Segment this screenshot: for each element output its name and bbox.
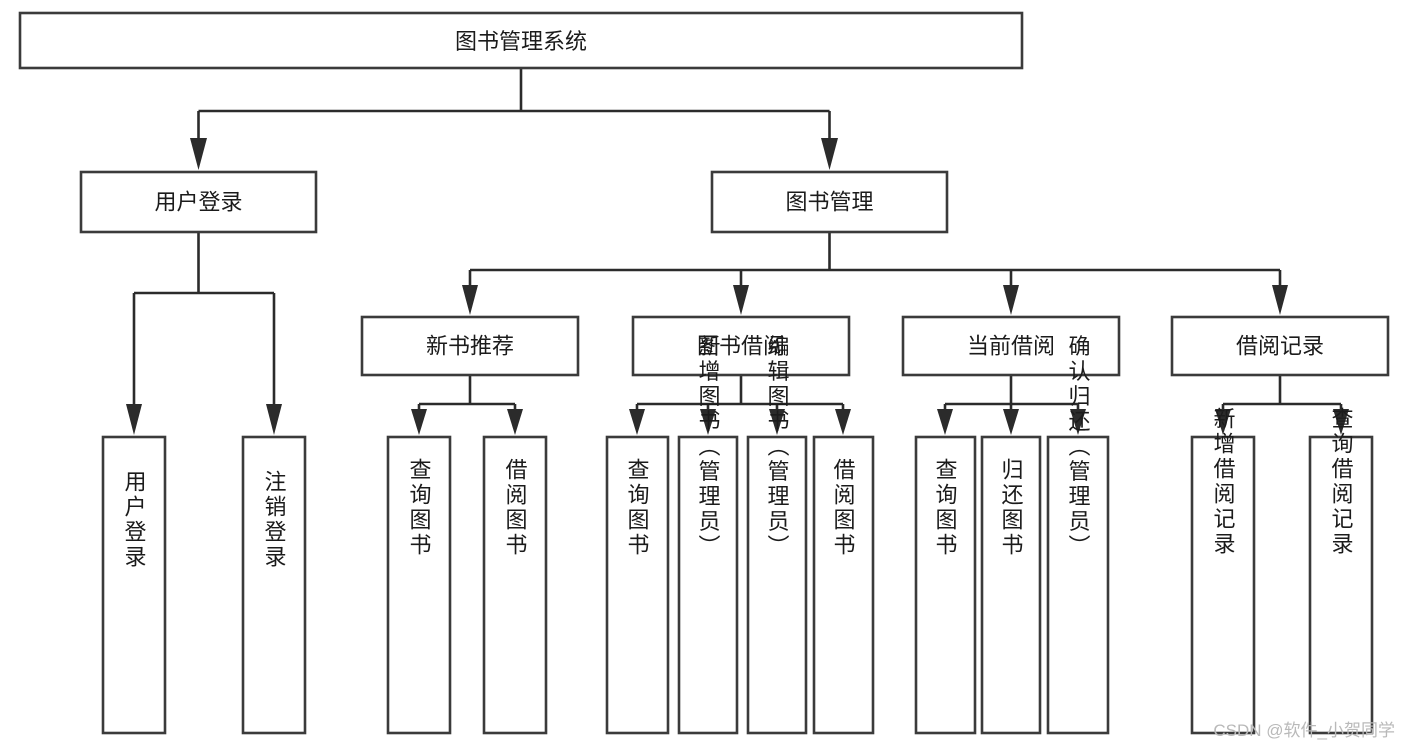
node-leaf-add-book-label: 新增图书（管理员）	[696, 335, 721, 560]
node-root[interactable]: 图书管理系统	[18, 11, 1024, 70]
node-leaf-query-book-cur[interactable]: 查询图书	[914, 435, 977, 735]
node-new-book-rec-box[interactable]	[360, 315, 580, 377]
node-leaf-borrow-book-box[interactable]	[812, 435, 875, 735]
connector-group-user-login	[126, 232, 282, 435]
node-leaf-query-book-cur-label: 查询图书	[933, 458, 958, 558]
node-leaf-borrow-book-label: 借阅图书	[831, 458, 856, 558]
node-leaf-borrow-book-rec-label: 借阅图书	[503, 458, 528, 558]
node-leaf-edit-book-label: 编辑图书（管理员）	[765, 335, 790, 560]
node-leaf-add-record-label: 新增借阅记录	[1211, 407, 1236, 557]
node-leaf-return-book-label: 归还图书	[999, 458, 1024, 558]
connector-group-root	[190, 68, 838, 170]
node-borrow-record[interactable]: 借阅记录	[1170, 315, 1390, 377]
node-leaf-add-record[interactable]: 新增借阅记录	[1190, 407, 1256, 735]
connector-group-book-borrow	[629, 375, 851, 435]
node-current-borrow-box[interactable]	[901, 315, 1121, 377]
node-leaf-add-book[interactable]: 新增图书（管理员）	[677, 335, 739, 735]
node-leaf-return-book[interactable]: 归还图书	[980, 435, 1042, 735]
node-leaf-user-login[interactable]: 用户登录	[101, 435, 167, 735]
node-leaf-query-book-cur-box[interactable]	[914, 435, 977, 735]
node-leaf-confirm-return-label: 确认归还（管理员）	[1066, 335, 1091, 560]
node-user-login-box[interactable]	[79, 170, 318, 234]
node-leaf-query-record-label: 查询借阅记录	[1329, 407, 1354, 557]
arrowhead-leaf-return-book	[1003, 409, 1019, 435]
node-leaf-edit-book-box[interactable]	[746, 435, 808, 735]
node-leaf-query-record-box[interactable]	[1308, 435, 1374, 735]
node-leaf-confirm-return-box[interactable]	[1046, 435, 1110, 735]
node-leaf-query-book-label: 查询图书	[625, 458, 650, 558]
arrowhead-leaf-borrow-book-rec	[507, 409, 523, 435]
node-leaf-add-record-box[interactable]	[1190, 435, 1256, 735]
arrowhead-borrow-record	[1272, 285, 1288, 315]
connector-group-book-manage	[462, 232, 1288, 315]
csdn-watermark: CSDN @软件_小贺同学	[1213, 721, 1395, 740]
connector-group-current-borrow	[937, 375, 1086, 435]
arrowhead-user-login	[190, 138, 207, 170]
arrowhead-new-book-rec	[462, 285, 478, 315]
node-leaf-return-book-box[interactable]	[980, 435, 1042, 735]
node-leaf-borrow-book-rec[interactable]: 借阅图书	[482, 435, 548, 735]
node-leaf-query-book-rec-box[interactable]	[386, 435, 452, 735]
node-leaf-confirm-return[interactable]: 确认归还（管理员）	[1046, 335, 1110, 735]
node-leaf-add-book-box[interactable]	[677, 435, 739, 735]
node-book-borrow-label: 图书借阅	[697, 334, 785, 359]
node-leaf-user-login-label: 用户登录	[122, 470, 147, 570]
node-book-manage-label: 图书管理	[785, 190, 873, 215]
node-leaf-user-login-box[interactable]	[101, 435, 167, 735]
arrowhead-leaf-query-book	[629, 409, 645, 435]
arrowhead-book-manage	[821, 138, 838, 170]
node-user-login-label: 用户登录	[154, 190, 242, 215]
node-borrow-record-box[interactable]	[1170, 315, 1390, 377]
arrowhead-current-borrow	[1003, 285, 1019, 315]
node-book-manage[interactable]: 图书管理	[710, 170, 949, 234]
node-leaf-query-book[interactable]: 查询图书	[605, 435, 670, 735]
node-leaf-borrow-book[interactable]: 借阅图书	[812, 435, 875, 735]
node-leaf-query-record[interactable]: 查询借阅记录	[1308, 407, 1374, 735]
node-leaf-edit-book[interactable]: 编辑图书（管理员）	[746, 335, 808, 735]
arrowhead-book-borrow	[733, 285, 749, 315]
node-current-borrow[interactable]: 当前借阅	[901, 315, 1121, 377]
node-new-book-rec-label: 新书推荐	[426, 334, 514, 359]
node-root-box[interactable]	[18, 11, 1024, 70]
node-root-label: 图书管理系统	[455, 29, 587, 54]
arrowhead-leaf-logout	[266, 404, 282, 435]
arrowhead-leaf-confirm-return	[1070, 409, 1086, 435]
node-book-manage-box[interactable]	[710, 170, 949, 234]
connector-group-borrow-record	[1215, 375, 1349, 435]
node-leaf-logout[interactable]: 注销登录	[241, 435, 307, 735]
arrowhead-leaf-borrow-book	[835, 409, 851, 435]
connector-group-new-book-rec	[411, 375, 523, 435]
node-user-login[interactable]: 用户登录	[79, 170, 318, 234]
node-leaf-query-book-rec[interactable]: 查询图书	[386, 435, 452, 735]
arrowhead-leaf-add-book	[700, 409, 716, 435]
node-leaf-query-book-box[interactable]	[605, 435, 670, 735]
arrowhead-leaf-query-record	[1333, 409, 1349, 435]
arrowhead-leaf-add-record	[1215, 409, 1231, 435]
arrowhead-leaf-user-login	[126, 404, 142, 435]
node-leaf-borrow-book-rec-box[interactable]	[482, 435, 548, 735]
node-current-borrow-label: 当前借阅	[967, 334, 1055, 359]
node-book-borrow[interactable]: 图书借阅	[631, 315, 851, 377]
node-leaf-query-book-rec-label: 查询图书	[407, 458, 432, 558]
arrowhead-leaf-query-book-rec	[411, 409, 427, 435]
node-leaf-logout-label: 注销登录	[262, 470, 287, 570]
node-borrow-record-label: 借阅记录	[1236, 334, 1324, 359]
arrowhead-leaf-query-book-cur	[937, 409, 953, 435]
node-book-borrow-box[interactable]	[631, 315, 851, 377]
arrowhead-leaf-edit-book	[769, 409, 785, 435]
node-leaf-logout-box[interactable]	[241, 435, 307, 735]
node-new-book-rec[interactable]: 新书推荐	[360, 315, 580, 377]
